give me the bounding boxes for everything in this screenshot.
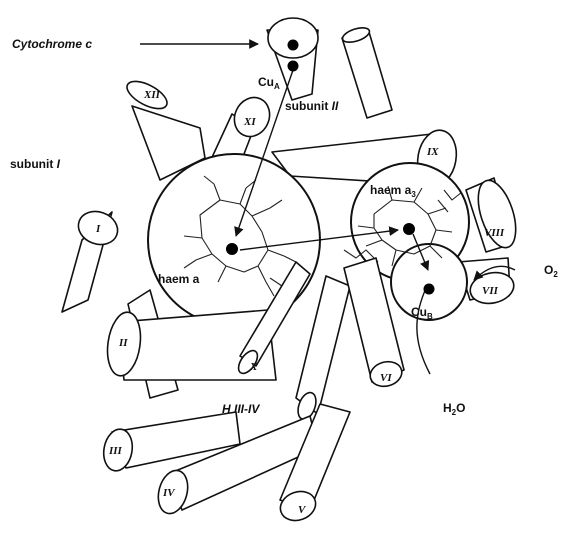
h2o-h: H — [443, 401, 452, 415]
cu-a-label-main: Cu — [258, 75, 274, 89]
subunit-i-numeral: I — [57, 157, 61, 171]
cu-b-label-sub: B — [427, 312, 433, 321]
o2-label-main: O — [544, 263, 553, 277]
cu-b-label-main: Cu — [411, 305, 427, 319]
helix-label-ii: II — [118, 337, 128, 349]
helix-label-vii: VII — [482, 285, 499, 297]
helix-label-x: X — [249, 361, 258, 373]
haem-a3-label: haem a3 — [370, 183, 416, 199]
o2-label-sub: 2 — [553, 270, 558, 279]
haem-a-iron-dot — [226, 243, 238, 255]
haem-a3-label-sub: 3 — [411, 190, 416, 199]
cu-a-dot-1 — [288, 40, 299, 51]
subunit-i-word: subunit — [10, 157, 53, 171]
cu-b-sphere — [391, 244, 467, 320]
helix-label-xii: XII — [143, 89, 161, 101]
cu-a-dot-2 — [288, 61, 299, 72]
helix-label-vi: VI — [380, 372, 392, 384]
cu-b-dot — [424, 284, 435, 295]
h2o-label: H2O — [443, 401, 465, 417]
cu-a-label-sub: A — [274, 82, 280, 91]
subunit-ii-numeral: II — [332, 99, 339, 113]
helix-viii: VIII — [466, 176, 523, 252]
subunit-i-label: subunit I — [10, 157, 61, 171]
helix-label-xi: XI — [243, 116, 256, 128]
subunit-ii-word: subunit — [285, 99, 328, 113]
haem-a3-iron-dot — [403, 223, 415, 235]
helix-h-iii-iv — [295, 276, 350, 422]
h2o-o: O — [456, 401, 465, 415]
helix-i: I — [62, 206, 122, 312]
o2-label: O2 — [544, 263, 558, 279]
helix-label-ix: IX — [426, 146, 439, 158]
helix-label-i: I — [95, 223, 101, 235]
cu-a-label: CuA — [258, 75, 280, 91]
haem-a3-label-main: haem a — [370, 183, 412, 197]
cytochrome-c-label: Cytochrome c — [12, 37, 92, 51]
helix-v: V — [276, 404, 350, 525]
helix-label-viii: VIII — [484, 227, 505, 239]
helix-subunit-ii-back — [341, 25, 392, 118]
helix-label-iv: IV — [162, 487, 176, 499]
h-iii-iv-label: H III-IV — [222, 402, 260, 416]
helix-label-iii: III — [108, 445, 123, 457]
haem-a-label: haem a — [158, 272, 200, 286]
subunit-ii-label: subunit II — [285, 99, 339, 113]
